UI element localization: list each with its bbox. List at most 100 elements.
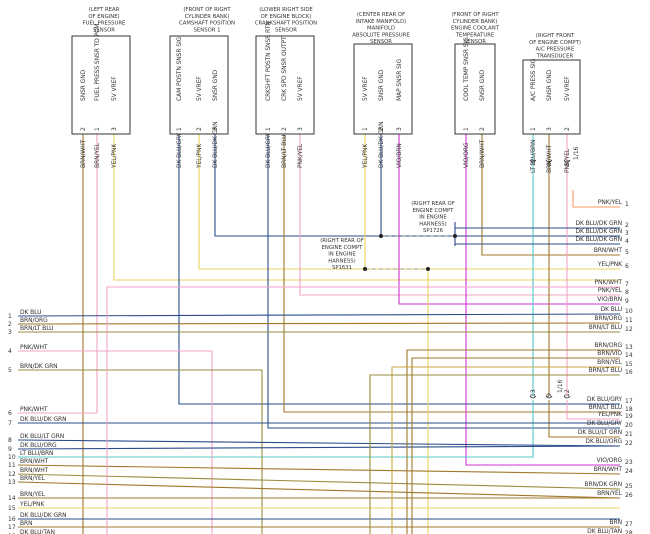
wire-color-label: BRN/WHT (80, 139, 87, 168)
right-pin-label: DK BLU/DK GRN (575, 220, 622, 227)
right-pin-label: DK BLU/DK GRN (575, 236, 622, 243)
sensor-caption: SENSOR 1 (194, 27, 221, 33)
left-pin-label: BRN/LT BLU (20, 325, 53, 332)
inline-pin-number: 13 (530, 389, 537, 397)
splice-caption: (RIGHT REAR OF (411, 201, 455, 207)
dkblu-org-wire (17, 445, 621, 450)
right-pin-label: PNK/YEL (598, 199, 623, 206)
right-pin-number: 7 (625, 281, 629, 288)
right-pin-label: BRN/ORG (594, 315, 622, 322)
right-pin-label: BRN/YEL (597, 359, 623, 366)
connector-symbol (563, 159, 571, 163)
map-sig-wire (398, 134, 620, 305)
brn-wht2-left-wire (17, 473, 621, 490)
left-pin-number: 10 (8, 454, 16, 461)
right-pin-label: PNK/WHT (595, 279, 623, 286)
right-pin-label: DK BLU/GRY (587, 396, 623, 403)
sensor-caption: CYLINDER BANK) (453, 19, 498, 25)
sensor-fp-body (71, 35, 131, 135)
wire-color-label: BRN/YEL (94, 142, 101, 168)
pnk-wht-right (106, 286, 620, 534)
ac-vref-out-wire (566, 400, 620, 420)
dkblu-ltgrn-wire (17, 439, 621, 447)
left-pin-label: BRN/WHT (20, 467, 49, 474)
connector-pin-number: 5 (564, 162, 571, 166)
pin-signal-label: COOL TEMP SNSR SIG (463, 37, 470, 101)
right-pin-label: BRN/YEL (597, 490, 623, 497)
right-pin-number: 6 (625, 263, 629, 270)
connector-symbol (545, 395, 553, 399)
left-pin-label: PNK/WHT (20, 344, 48, 351)
right-pin-label: PNK/YEL (598, 287, 623, 294)
sp1631-dot (363, 267, 367, 271)
ckp-rtn-wire (267, 134, 620, 429)
ect-gnd-wire (481, 134, 620, 256)
right-pin-label: BRN/ORG (594, 342, 622, 349)
brn-ltblu-right (369, 374, 620, 534)
brn-dkgrn-wire (18, 369, 263, 534)
sensor-caption: FUEL PRESSURE (83, 21, 126, 27)
right-pin-number: 19 (625, 413, 633, 420)
pin-signal-label: A/C PRESS SIG (530, 58, 537, 101)
left-pin-number: 17 (8, 524, 16, 531)
left-pin-label: BRN/DK GRN (20, 363, 58, 370)
splice-caption: (RIGHT REAR OF (320, 238, 364, 244)
left-pin-number: 3 (8, 329, 12, 336)
right-pin-number: 23 (625, 459, 633, 466)
right-pin-number: 25 (625, 483, 633, 490)
pin-signal-label: SNSR GND (212, 69, 219, 101)
pin-signal-label: 5V VREF (111, 76, 118, 101)
wire-color-label: BRN/LT BLU (281, 135, 288, 168)
left-pin-label: DK BLU/ORG (20, 442, 57, 449)
left-pin-number: 15 (8, 505, 16, 512)
wire-color-label: VIO/BRN (396, 143, 403, 168)
sensor-ac-body (522, 59, 581, 135)
right-pin-number: 24 (625, 468, 633, 475)
splice-caption: HARNESS) (328, 258, 355, 264)
pin-signal-label: CRKSHFT POSTN SNSR RTN (265, 21, 272, 101)
right-pin-number: 10 (625, 308, 633, 315)
left-pin-number: 12 (8, 471, 16, 478)
sensor-caption: TRANSDUCER (536, 53, 574, 59)
pin-signal-label: CRK SPD SNSR OUTPT (281, 36, 288, 101)
brn-yel-left-wire (17, 481, 621, 499)
right-pin-number: 15 (625, 361, 633, 368)
fp-sig-wire (18, 134, 98, 414)
sensor-map-body (353, 43, 413, 135)
left-pin-number: 5 (8, 367, 12, 374)
brn-org-through (17, 322, 621, 325)
pin1-wire (572, 190, 620, 208)
wire-color-label: PNK/YEL (564, 148, 571, 173)
right-pin-label: BRN (610, 519, 622, 526)
wire-color-label: BRN/WHT (479, 139, 486, 168)
pin-signal-label: SNSR GND (546, 69, 553, 101)
connector-pin-number: 12 (530, 158, 537, 166)
right-pin-label: VIO/BRN (597, 296, 622, 303)
sensor-caption: A/C PRESSURE (536, 47, 575, 53)
right-pin-label: YEL/PNK (597, 411, 623, 418)
right-pin-label: YEL/PNK (597, 261, 623, 268)
pin-number: 2 (281, 127, 288, 131)
right-pin-number: 14 (625, 352, 633, 359)
components-layer (71, 35, 581, 399)
pin-signal-label: SNSR GND (80, 69, 87, 101)
sp1726-dot-right (453, 234, 457, 238)
right-pin-label: DK BLU/LT GRN (578, 429, 622, 436)
sensor-caption: INTAKE MANIFOLD) (356, 19, 407, 25)
sp1631-dot-right (426, 267, 430, 271)
pnk-wht-left-wire (18, 350, 213, 534)
pin-number: 3 (111, 127, 118, 131)
splice-caption: HARNESS) (419, 221, 446, 227)
connector-pin-number: 8 (546, 162, 553, 166)
pin-signal-label: SNSR GND (378, 69, 385, 101)
splice-caption: IN ENGINE (328, 252, 356, 258)
right-pin-number: 4 (625, 238, 629, 245)
sensor-caption: ABSOLUTE PRESSURE (352, 32, 410, 38)
pin-number: 3 (297, 127, 304, 131)
pin-number: 1 (362, 127, 369, 131)
connector-extra: 1/16 (557, 379, 564, 393)
right-pin-number: 13 (625, 344, 633, 351)
pin-signal-label: SNSR GND (479, 69, 486, 101)
connector-symbol (529, 159, 537, 163)
dk-blu-through (17, 313, 621, 317)
